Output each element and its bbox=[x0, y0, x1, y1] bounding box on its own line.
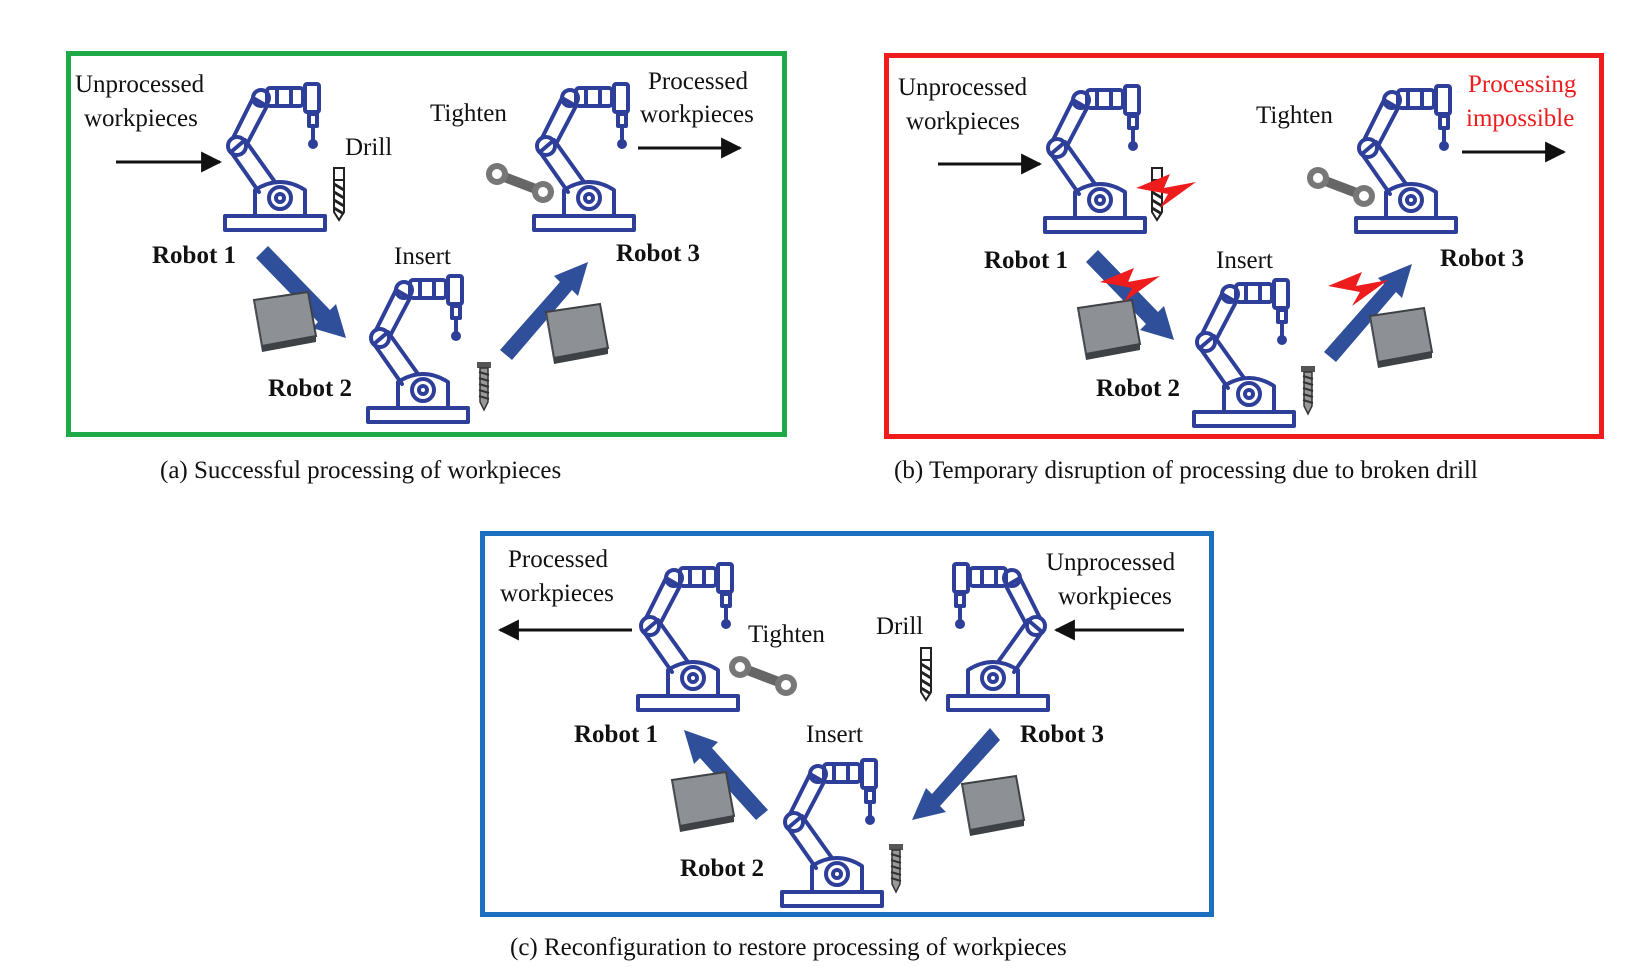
panel-b-flow-arrow-2-3 bbox=[1324, 264, 1412, 362]
panel-c-insert-label: Insert bbox=[806, 721, 863, 748]
robot-arm-icon bbox=[1354, 84, 1458, 234]
panel-b-output-label-l2: impossible bbox=[1466, 105, 1574, 132]
wrench-icon bbox=[486, 163, 554, 203]
robot-arm-icon bbox=[1043, 84, 1147, 234]
panel-c-caption: (c) Reconfiguration to restore processin… bbox=[510, 934, 1067, 961]
robot-arm-icon bbox=[946, 562, 1050, 712]
workpiece-plate-icon bbox=[1369, 307, 1433, 369]
workpiece-plate-icon bbox=[1077, 299, 1141, 361]
panel-b-robot2-label: Robot 2 bbox=[1096, 375, 1180, 402]
wrench-icon bbox=[1307, 167, 1375, 207]
panel-b-frame bbox=[884, 53, 1604, 439]
robot-arm-icon bbox=[636, 562, 740, 712]
workpiece-plate-icon bbox=[253, 291, 317, 353]
drill-bit-icon bbox=[332, 166, 346, 222]
robot-arm-icon bbox=[223, 82, 327, 232]
panel-a-robot2-label: Robot 2 bbox=[268, 375, 352, 402]
panel-a: Unprocessed workpieces Drill Robot 1 Ins… bbox=[75, 68, 754, 424]
drill-bit-icon bbox=[1150, 166, 1164, 222]
robot-arm-icon bbox=[1192, 278, 1296, 428]
screw-icon bbox=[476, 361, 492, 411]
panel-c-frame bbox=[480, 531, 1214, 917]
panel-c-flow-arrow-3-2 bbox=[912, 728, 1000, 820]
panel-a-drill-label: Drill bbox=[345, 134, 392, 161]
panel-a-caption: (a) Successful processing of workpieces bbox=[160, 457, 561, 484]
panel-c-robot2-label: Robot 2 bbox=[680, 855, 764, 882]
lightning-fault-icon bbox=[1136, 174, 1196, 208]
panel-b-input-label-l1: Unprocessed bbox=[898, 74, 1028, 101]
panel-b: Unprocessed workpieces Robot 1 Insert Ro… bbox=[898, 71, 1577, 428]
panel-b-robot3-label: Robot 3 bbox=[1440, 245, 1524, 272]
panel-b-input-label-l2: workpieces bbox=[906, 108, 1020, 135]
robot-arm-icon bbox=[532, 82, 636, 232]
workpiece-plate-icon bbox=[961, 775, 1025, 837]
panel-c-input-label-l1: Unprocessed bbox=[1046, 549, 1176, 576]
robot-arm-icon bbox=[780, 758, 884, 908]
panel-b-tighten-label: Tighten bbox=[1256, 102, 1333, 129]
panel-b-caption: (b) Temporary disruption of processing d… bbox=[894, 457, 1478, 484]
wrench-icon bbox=[729, 656, 797, 696]
panel-c-robot3-label: Robot 3 bbox=[1020, 721, 1104, 748]
panel-c-robot1-label: Robot 1 bbox=[574, 721, 658, 748]
panel-a-output-label-l1: Processed bbox=[648, 68, 748, 95]
panel-a-robot3-label: Robot 3 bbox=[616, 240, 700, 267]
panel-b-insert-label: Insert bbox=[1216, 247, 1273, 274]
panel-a-tighten-label: Tighten bbox=[430, 100, 507, 127]
screw-icon bbox=[888, 843, 904, 893]
panel-b-robot1-label: Robot 1 bbox=[984, 247, 1068, 274]
workpiece-plate-icon bbox=[545, 303, 609, 365]
panel-a-flow-arrow-2-3 bbox=[500, 262, 588, 360]
panel-a-flow-arrow-1-2 bbox=[256, 246, 346, 338]
workpiece-plate-icon bbox=[671, 771, 735, 833]
panel-a-input-label-l1: Unprocessed bbox=[75, 71, 205, 98]
screw-icon bbox=[1300, 365, 1316, 415]
panel-c-output-label-l2: workpieces bbox=[500, 580, 614, 607]
panel-c: Processed workpieces Tighten Robot 1 Ins… bbox=[497, 546, 1184, 908]
panel-a-output-label-l2: workpieces bbox=[640, 101, 754, 128]
panel-c-output-label-l1: Processed bbox=[508, 546, 608, 573]
panel-c-input-label-l2: workpieces bbox=[1058, 583, 1172, 610]
panel-a-frame bbox=[66, 51, 787, 437]
robot-arm-icon bbox=[366, 274, 470, 424]
panel-c-drill-label: Drill bbox=[876, 613, 923, 640]
panel-a-robot1-label: Robot 1 bbox=[152, 242, 236, 269]
panel-a-insert-label: Insert bbox=[394, 243, 451, 270]
drill-bit-icon bbox=[919, 646, 933, 702]
panel-c-tighten-label: Tighten bbox=[748, 621, 825, 648]
panel-a-input-label-l2: workpieces bbox=[84, 105, 198, 132]
panel-b-output-label-l1: Processing bbox=[1468, 71, 1577, 98]
